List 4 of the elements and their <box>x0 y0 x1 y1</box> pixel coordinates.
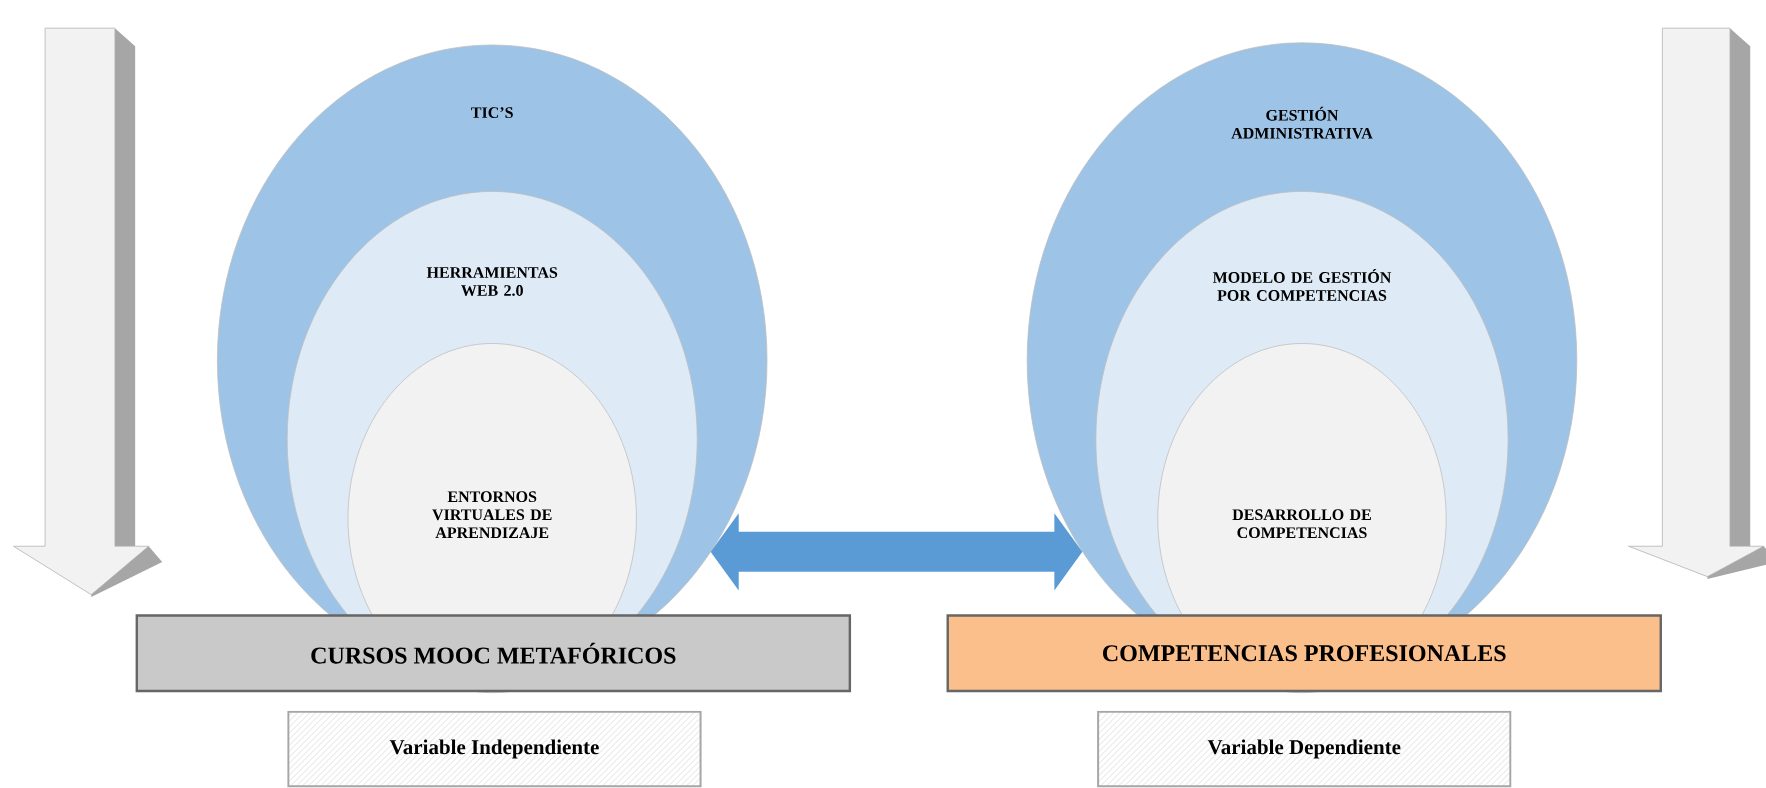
variable-box: Variable Dependiente <box>1097 710 1512 787</box>
title-bar: CURSOS MOOC METAFÓRICOS <box>135 614 852 692</box>
variable-box: Variable Independiente <box>287 710 702 787</box>
title-bar: COMPETENCIAS PROFESIONALES <box>946 614 1662 692</box>
